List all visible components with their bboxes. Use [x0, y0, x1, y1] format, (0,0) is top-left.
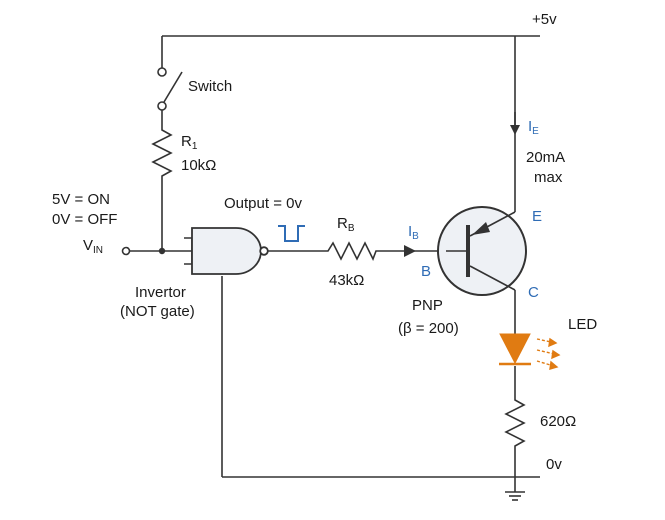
pnp-label: PNP	[412, 297, 443, 314]
resistor-r1	[151, 124, 173, 182]
output-label: Output = 0v	[224, 195, 302, 212]
resistor-led	[504, 394, 526, 450]
junction-dot	[158, 247, 166, 255]
inverter-label-line1: Invertor	[135, 284, 186, 301]
ground-label: 0v	[546, 456, 562, 473]
led-label: LED	[568, 316, 597, 333]
switch-label: Switch	[188, 78, 232, 95]
switch	[157, 67, 183, 111]
emitter-label: E	[532, 208, 542, 225]
ie-label: IE	[528, 118, 539, 137]
r1-label: R1	[181, 133, 198, 152]
not-gate	[184, 227, 269, 275]
led-resistor-value: 620Ω	[540, 413, 576, 430]
light-rays-icon	[536, 337, 561, 370]
vin-terminal	[121, 246, 131, 256]
ib-arrow	[404, 245, 416, 257]
rb-value: 43kΩ	[329, 272, 364, 289]
beta-label: (β = 200)	[398, 320, 459, 337]
collector-label: C	[528, 284, 539, 301]
vin-off-label: 0V = OFF	[52, 211, 117, 228]
r1-value: 10kΩ	[181, 157, 216, 174]
rb-label: RB	[337, 215, 355, 234]
inversion-bubble	[259, 246, 269, 256]
emitter-arrow-icon	[472, 222, 490, 235]
pnp-transistor	[437, 206, 527, 296]
inverter-label-line2: (NOT gate)	[120, 303, 195, 320]
resistor-rb	[322, 241, 380, 261]
ie-max: max	[534, 169, 563, 186]
ie-value: 20mA	[526, 149, 565, 166]
led	[499, 333, 561, 370]
ib-label: IB	[408, 223, 419, 242]
ground-icon	[505, 491, 525, 501]
wires	[126, 35, 540, 492]
vin-label: VIN	[83, 237, 103, 256]
supply-label: +5v	[532, 11, 557, 28]
output-pulse-icon	[278, 225, 305, 242]
base-label: B	[421, 263, 431, 280]
vin-on-label: 5V = ON	[52, 191, 110, 208]
